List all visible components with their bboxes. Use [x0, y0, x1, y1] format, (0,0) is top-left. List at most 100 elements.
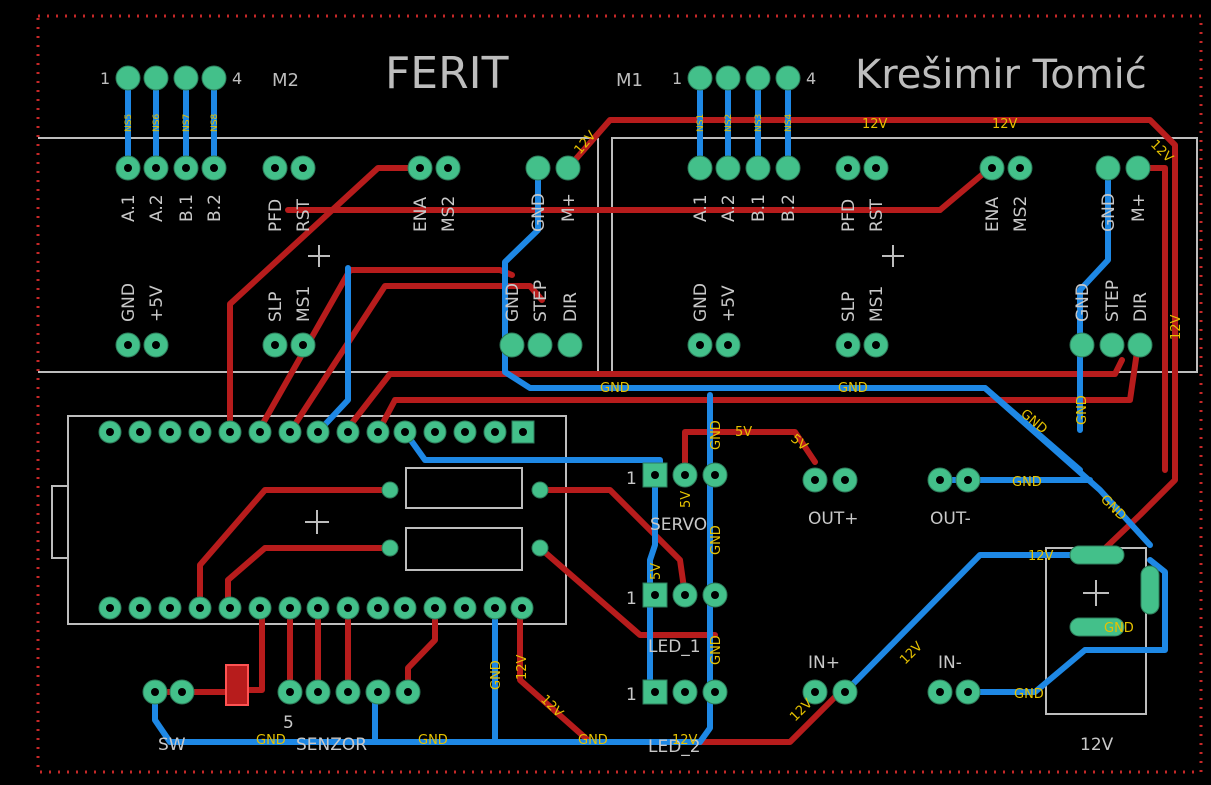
label-rst: RST — [867, 198, 887, 232]
label-12v: 12V — [1080, 735, 1114, 755]
label-dir: DIR — [1131, 292, 1151, 322]
label-pfd: PFD — [839, 199, 859, 232]
pad-holes — [106, 164, 1024, 696]
net-label: GND — [709, 635, 724, 665]
driver-labels-m2: PFD RST ENA MS2 GND M+ GND +5V SLP MS1 G… — [119, 193, 581, 322]
label-gnd: GND — [503, 283, 523, 322]
label-gnd: GND — [1073, 283, 1093, 322]
board-title-left: FERIT — [385, 48, 509, 99]
module-label-m2: M2 — [272, 70, 299, 91]
net-label: 12V — [1028, 549, 1054, 564]
net-label: GND — [600, 381, 630, 396]
footer-text: S — [2, 752, 22, 785]
pin-marker: NS6 — [152, 114, 162, 132]
smd-resistor — [225, 664, 249, 706]
label-ms2: MS2 — [439, 196, 459, 232]
net-label: 5V — [679, 491, 694, 508]
pin-marker: NS5 — [124, 114, 134, 132]
connector-labels: SERVO LED_1 LED_2 OUT+ OUT- IN+ IN- SW S… — [158, 469, 1114, 757]
header-number: 4 — [232, 69, 242, 88]
label-one: 1 — [626, 685, 637, 705]
board-outline — [36, 14, 1203, 774]
coil-pin-label: A.2 — [719, 194, 739, 222]
coil-pin-label: B.1 — [749, 194, 769, 222]
label-p5v: +5V — [147, 285, 167, 322]
pin-marker: NS3 — [754, 114, 764, 132]
bottom-traces — [125, 77, 1168, 745]
label-led1: LED_1 — [648, 637, 701, 657]
label-slp: SLP — [266, 291, 286, 322]
net-label: 5V — [649, 563, 664, 580]
net-label: GND — [1104, 621, 1134, 636]
driver-labels-m1: PFD RST ENA MS2 GND M+ GND +5V SLP MS1 G… — [691, 193, 1151, 322]
label-in-minus: IN- — [938, 653, 962, 673]
label-gnd: GND — [691, 283, 711, 322]
net-label: 12V — [992, 117, 1018, 132]
label-ena: ENA — [411, 197, 431, 232]
label-ena: ENA — [983, 197, 1003, 232]
net-label: GND — [1075, 395, 1090, 425]
label-one: 1 — [626, 589, 637, 609]
label-dir: DIR — [561, 292, 581, 322]
label-p5v: +5V — [719, 285, 739, 322]
net-label: GND — [1014, 687, 1044, 702]
label-step: STEP — [531, 280, 551, 322]
label-slp: SLP — [839, 291, 859, 322]
label-senzor: SENZOR — [296, 735, 367, 755]
label-step: STEP — [1103, 280, 1123, 322]
header-number: 1 — [672, 69, 682, 88]
net-label: GND — [256, 733, 286, 748]
net-label: GND — [489, 660, 504, 690]
net-label: 12V — [515, 654, 530, 680]
header-number: 1 — [100, 69, 110, 88]
label-in-plus: IN+ — [808, 653, 840, 673]
module-label-m1: M1 — [616, 70, 643, 91]
pin-marker: NS8 — [210, 114, 220, 132]
board-title-right: Krešimir Tomić — [855, 52, 1147, 98]
label-servo: SERVO — [650, 515, 707, 535]
net-label: 5V — [735, 425, 752, 440]
coil-pin-label: A.1 — [691, 194, 711, 222]
label-ms2: MS2 — [1011, 196, 1031, 232]
label-mplus: M+ — [1129, 193, 1149, 222]
net-label: GND — [418, 733, 448, 748]
net-label: GND — [709, 420, 724, 450]
label-ms1: MS1 — [294, 286, 314, 322]
resistor-pin-markers: NS5 NS6 NS7 NS8 NS1 NS2 NS3 NS4 — [124, 114, 794, 132]
coil-pin-label: B.1 — [177, 194, 197, 222]
net-label: 12V — [862, 117, 888, 132]
net-label: 12V — [1169, 314, 1184, 340]
label-one: 1 — [626, 469, 637, 489]
label-led2: LED_2 — [648, 737, 701, 757]
net-label: 12V — [672, 733, 698, 748]
label-pfd: PFD — [266, 199, 286, 232]
label-gnd: GND — [1099, 193, 1119, 232]
label-rst: RST — [294, 198, 314, 232]
pin-marker: NS7 — [182, 114, 192, 132]
pin-marker: NS1 — [696, 114, 706, 132]
pin-marker: NS4 — [784, 114, 794, 132]
net-label: GND — [578, 733, 608, 748]
net-label: GND — [838, 381, 868, 396]
label-out-plus: OUT+ — [808, 509, 858, 529]
header-number: 4 — [806, 69, 816, 88]
pin-marker: NS2 — [724, 114, 734, 132]
net-label: GND — [1012, 475, 1042, 490]
coil-pin-label: A.1 — [119, 194, 139, 222]
coil-pin-labels: A.1 A.2 B.1 B.2 A.1 A.2 B.1 B.2 — [119, 194, 799, 222]
label-sw: SW — [158, 735, 186, 755]
label-gnd: GND — [119, 283, 139, 322]
label-five: 5 — [283, 713, 294, 733]
label-ms1: MS1 — [867, 286, 887, 322]
net-label: GND — [709, 525, 724, 555]
label-mplus: M+ — [559, 193, 579, 222]
coil-pin-label: A.2 — [147, 194, 167, 222]
label-out-minus: OUT- — [930, 509, 971, 529]
coil-pin-label: B.2 — [779, 194, 799, 222]
coil-pin-label: B.2 — [205, 194, 225, 222]
header-numbers: 1 4 1 4 — [100, 69, 816, 88]
label-gnd: GND — [529, 193, 549, 232]
net-labels: 12V 12V GND GND 5V GND 12V GND GND GND G… — [256, 117, 1184, 748]
